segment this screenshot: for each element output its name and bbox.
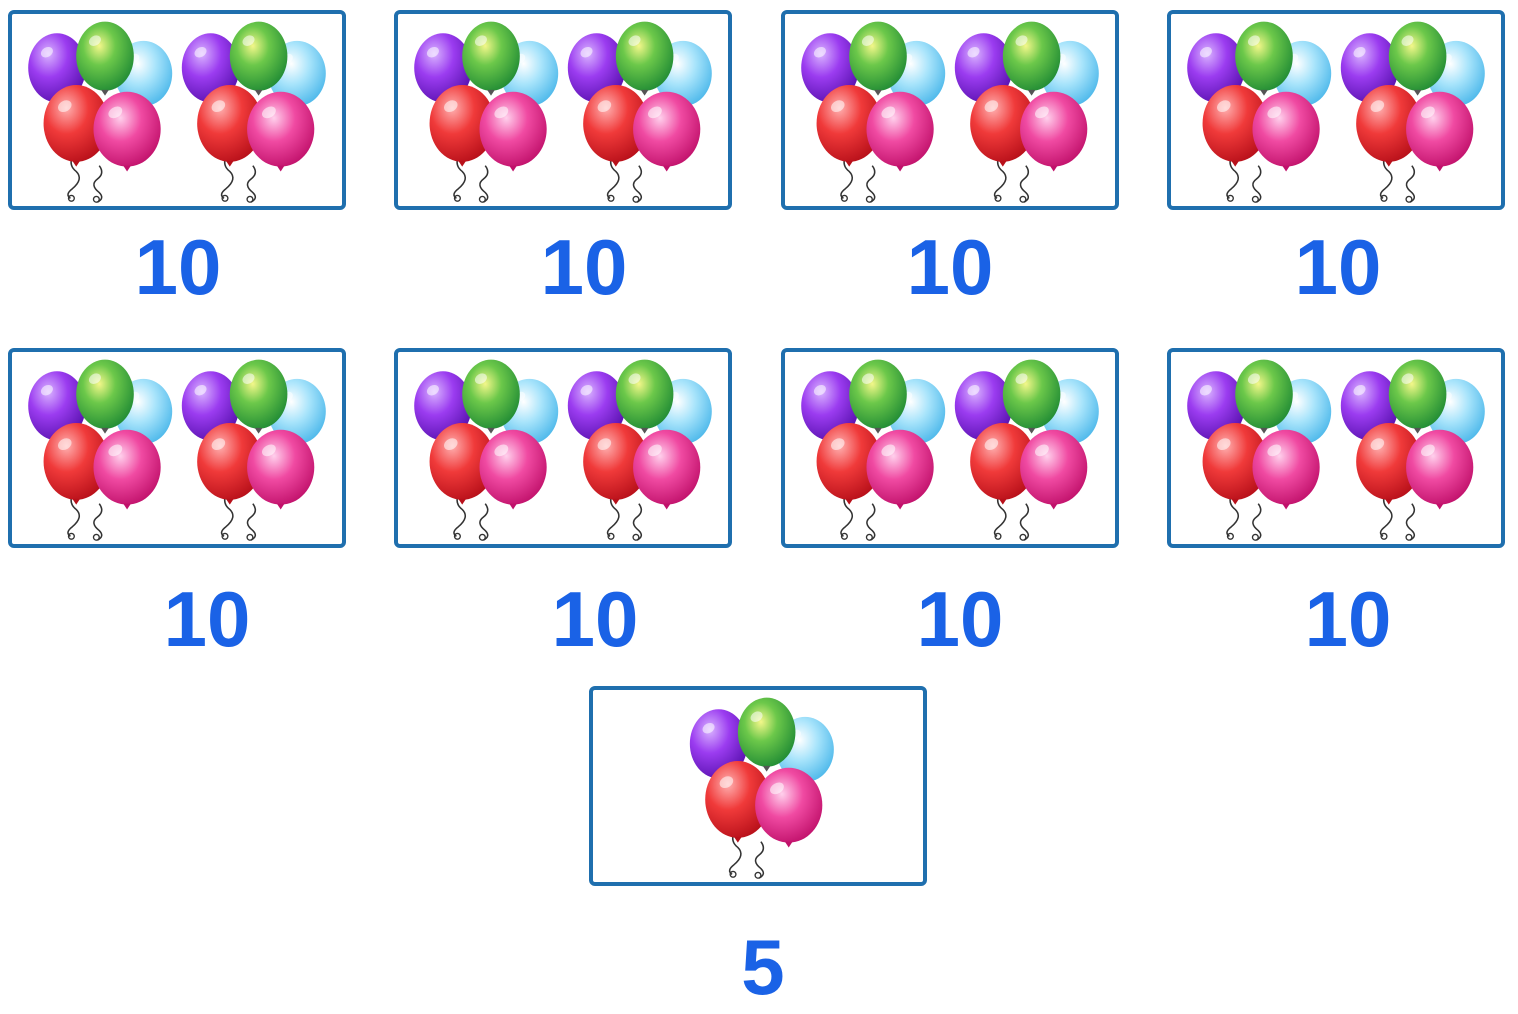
balloon-bunch	[567, 21, 712, 203]
balloon-card-2	[394, 10, 732, 210]
balloon-bunch	[414, 21, 559, 203]
balloon-group-icon	[28, 359, 326, 541]
balloon-card-8	[1167, 348, 1505, 548]
pink-balloon-icon	[1252, 429, 1320, 505]
balloon-group-icon	[28, 21, 326, 203]
count-label-7: 10	[916, 575, 1004, 663]
pink-balloon-icon	[93, 91, 161, 167]
balloon-bunch	[954, 359, 1099, 541]
pink-balloon-icon	[93, 429, 161, 505]
green-balloon-icon	[229, 21, 288, 91]
pink-balloon-icon	[1020, 91, 1088, 167]
pink-balloon-icon	[247, 91, 315, 167]
count-label-6: 10	[551, 575, 639, 663]
balloon-bunch	[801, 359, 946, 541]
balloon-bunch	[689, 697, 834, 879]
green-balloon-icon	[1388, 359, 1447, 429]
pink-balloon-icon	[1020, 429, 1088, 505]
balloon-bunch	[181, 359, 326, 541]
balloon-card-4	[1167, 10, 1505, 210]
count-label-4: 10	[1294, 223, 1382, 311]
balloon-bunch	[567, 359, 712, 541]
pink-balloon-icon	[1406, 429, 1474, 505]
green-balloon-icon	[615, 359, 674, 429]
green-balloon-icon	[849, 359, 907, 429]
pink-balloon-icon	[866, 91, 934, 167]
balloon-card-1	[8, 10, 346, 210]
pink-balloon-icon	[755, 767, 823, 843]
count-label-9: 5	[741, 923, 785, 1011]
green-balloon-icon	[1002, 21, 1061, 91]
green-balloon-icon	[229, 359, 288, 429]
balloon-bunch	[1340, 21, 1485, 203]
count-label-5: 10	[163, 575, 251, 663]
green-balloon-icon	[1235, 21, 1293, 91]
green-balloon-icon	[462, 359, 520, 429]
balloon-bunch	[801, 21, 946, 203]
count-label-2: 10	[540, 223, 628, 311]
pink-balloon-icon	[633, 429, 701, 505]
balloon-group-icon	[1187, 359, 1485, 541]
green-balloon-icon	[849, 21, 907, 91]
count-label-3: 10	[906, 223, 994, 311]
balloon-card-7	[781, 348, 1119, 548]
green-balloon-icon	[1235, 359, 1293, 429]
pink-balloon-icon	[866, 429, 934, 505]
green-balloon-icon	[615, 21, 674, 91]
balloon-bunch	[954, 21, 1099, 203]
balloon-bunch	[181, 21, 326, 203]
balloon-group-icon	[689, 697, 834, 879]
balloon-card-9	[589, 686, 927, 886]
green-balloon-icon	[1388, 21, 1447, 91]
pink-balloon-icon	[1406, 91, 1474, 167]
pink-balloon-icon	[633, 91, 701, 167]
balloon-card-3	[781, 10, 1119, 210]
green-balloon-icon	[76, 21, 134, 91]
balloon-bunch	[28, 21, 173, 203]
pink-balloon-icon	[1252, 91, 1320, 167]
balloon-card-6	[394, 348, 732, 548]
balloon-group-icon	[414, 21, 712, 203]
green-balloon-icon	[737, 697, 796, 767]
balloon-bunch	[414, 359, 559, 541]
balloon-card-5	[8, 348, 346, 548]
green-balloon-icon	[76, 359, 134, 429]
balloon-bunch	[1187, 21, 1332, 203]
balloon-bunch	[1187, 359, 1332, 541]
balloon-bunch	[1340, 359, 1485, 541]
count-label-1: 10	[134, 223, 222, 311]
balloon-bunch	[28, 359, 173, 541]
green-balloon-icon	[1002, 359, 1061, 429]
balloon-group-icon	[801, 21, 1099, 203]
balloon-group-icon	[1187, 21, 1485, 203]
balloon-group-icon	[414, 359, 712, 541]
pink-balloon-icon	[247, 429, 315, 505]
green-balloon-icon	[462, 21, 520, 91]
balloon-group-icon	[801, 359, 1099, 541]
pink-balloon-icon	[479, 91, 547, 167]
pink-balloon-icon	[479, 429, 547, 505]
count-label-8: 10	[1304, 575, 1392, 663]
